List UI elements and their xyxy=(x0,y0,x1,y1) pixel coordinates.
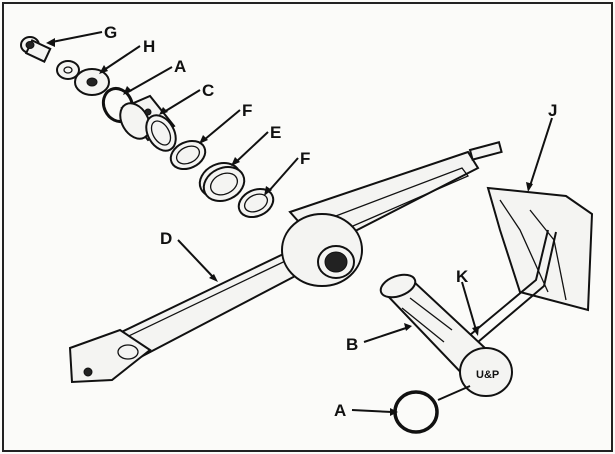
cross-shaft-b: U&P xyxy=(379,273,513,397)
label-f-lower: F xyxy=(300,149,310,168)
label-a-bottom: A xyxy=(334,401,346,420)
pedal-lever-d xyxy=(68,141,503,384)
label-g: G xyxy=(104,23,117,42)
label-j: J xyxy=(548,101,557,120)
label-h: H xyxy=(143,37,155,56)
o-ring-a-bottom xyxy=(393,390,439,434)
label-a-top: A xyxy=(174,57,186,76)
label-e: E xyxy=(270,123,281,142)
bracket-j xyxy=(469,186,594,343)
cap-marking: U&P xyxy=(476,369,499,381)
label-k: K xyxy=(456,267,469,286)
label-f-upper: F xyxy=(242,101,252,120)
bearing-e xyxy=(198,161,246,203)
bushing-c xyxy=(119,94,177,152)
label-d: D xyxy=(160,229,172,248)
washer-h xyxy=(74,68,110,96)
bolt-g xyxy=(20,36,52,63)
label-b: B xyxy=(346,335,358,354)
leader-lines xyxy=(46,31,553,416)
label-c: C xyxy=(202,81,214,100)
washer-small xyxy=(56,60,80,80)
ring-f-upper xyxy=(169,139,207,171)
ring-f-lower xyxy=(237,187,275,219)
